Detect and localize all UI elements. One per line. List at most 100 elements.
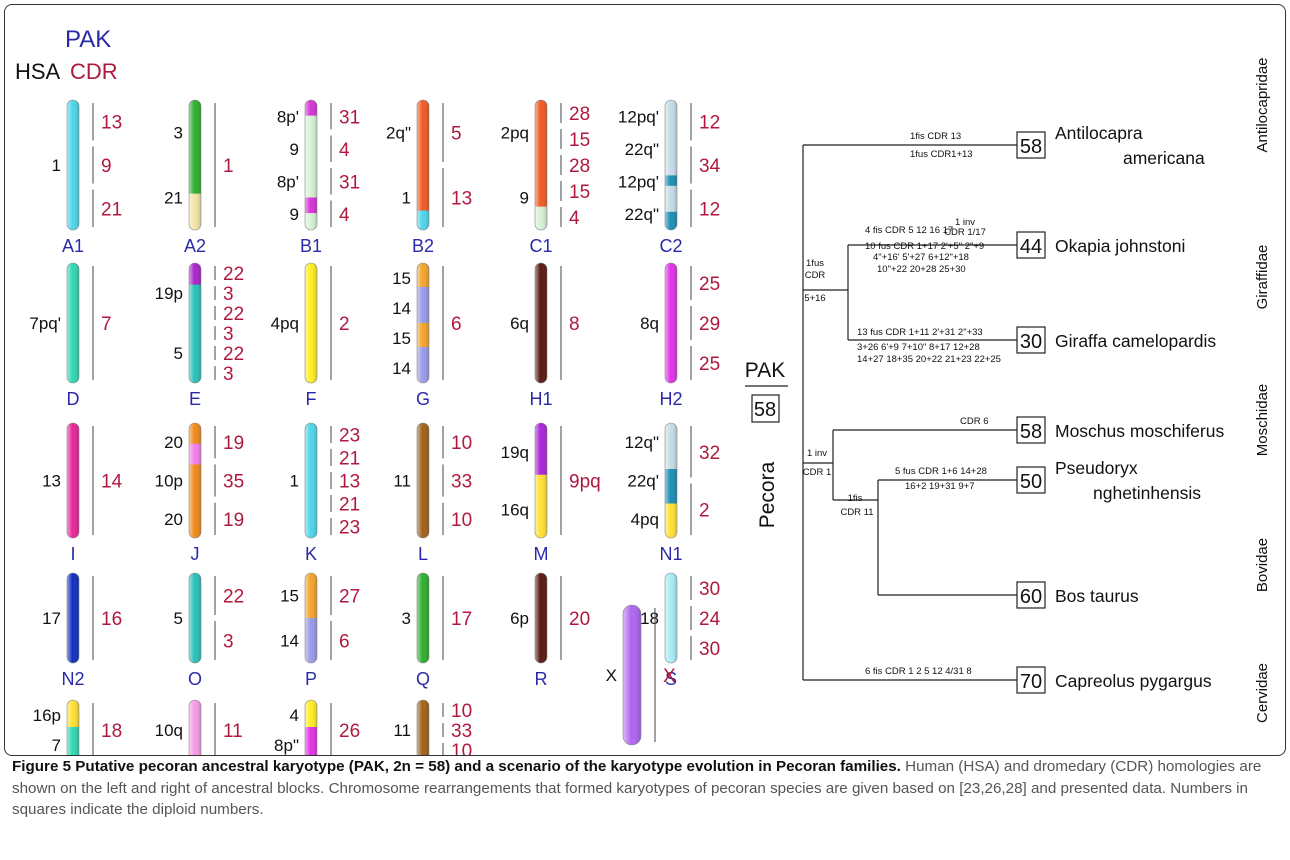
clade-label: Pecora (756, 461, 779, 528)
family-label: Moschidae (1254, 384, 1271, 457)
chromosome-name: J (191, 544, 200, 564)
rearrangement-event: 3+26 6'+9 7+10" 8+17 12+28 (857, 342, 980, 353)
species-name: Pseudoryx (1055, 458, 1138, 478)
chromosome-shading (665, 573, 677, 663)
hsa-label: 15 (392, 329, 411, 348)
hsa-label: 7 (52, 736, 61, 755)
hsa-label: 9 (520, 189, 529, 208)
cdr-label: 32 (699, 443, 720, 464)
chromosome-name: K (305, 544, 317, 564)
chromosome-outline (416, 262, 430, 384)
chromosome-d: 7pq'7D (29, 262, 112, 409)
cdr-label: 34 (699, 156, 721, 177)
hsa-label: 12q" (625, 433, 659, 452)
chromosome-outline (66, 99, 80, 231)
chromosome-name: E (189, 389, 201, 409)
hsa-label: 15 (280, 587, 299, 606)
hsa-label: 14 (280, 632, 299, 651)
branch-event: CDR 11 (840, 507, 873, 518)
rearrangement-event: 1fis CDR 13 (910, 131, 961, 142)
rearrangement-event: 4 fis CDR 5 12 16 17 (865, 225, 953, 236)
caption-body: Human (HSA) and dromedary (CDR) homologi… (12, 758, 1262, 818)
chromosome-shading (665, 263, 677, 383)
diploid-number: 44 (1020, 236, 1042, 258)
cdr-label: 3 (223, 632, 234, 653)
cdr-label: 26 (339, 721, 360, 742)
chromosome-v: 48p"26V (274, 699, 360, 755)
rearrangement-event: 16+2 19+31 9+7 (905, 481, 974, 492)
chromosome-shading (417, 700, 429, 755)
hsa-label: 2q" (386, 124, 411, 143)
branch-event: CDR 1 (803, 467, 832, 478)
chromosome-shading (189, 700, 201, 755)
chromosome-shading (305, 423, 317, 538)
diploid-number-box (1016, 326, 1046, 354)
chromosome-outline (534, 99, 548, 231)
cdr-label: 8 (569, 314, 580, 335)
cdr-label: 30 (699, 579, 720, 600)
chromosome-shading (665, 423, 677, 538)
hsa-label: 17 (42, 609, 61, 628)
root-label: PAK (745, 359, 785, 382)
cdr-label: 28 (569, 156, 590, 177)
chromosome-shading (417, 423, 429, 538)
chromosome-name: C1 (529, 236, 552, 256)
branch-event: 1fis (848, 493, 863, 504)
branch-event: 1fus (806, 258, 824, 269)
caption-title: Figure 5 Putative pecoran ancestral kary… (12, 758, 901, 775)
chromosome-outline (416, 422, 430, 539)
hsa-label: 16q (501, 500, 529, 519)
header-pak: PAK (65, 26, 111, 53)
cdr-label: 30 (699, 639, 720, 660)
hsa-label: 2pq (501, 124, 529, 143)
diploid-number: 50 (1020, 471, 1042, 493)
hsa-label: 10p (155, 472, 183, 491)
cdr-label: 15 (569, 130, 590, 151)
cdr-label: 11 (223, 721, 243, 742)
diploid-number: 58 (1020, 136, 1042, 158)
chromosome-w: 11103310W (393, 699, 472, 755)
hsa-label: 9 (290, 205, 299, 224)
chromosome-outline (66, 262, 80, 384)
branch-event: CDR (805, 270, 826, 281)
hsa-label: 4 (290, 706, 299, 725)
cdr-label: 2 (699, 500, 710, 521)
branch-event: 1 inv (807, 448, 827, 459)
family-label: Bovidae (1254, 538, 1271, 592)
chromosome-name: H1 (529, 389, 552, 409)
cdr-label: 24 (699, 609, 721, 630)
family-label: Antilocapridae (1254, 57, 1271, 152)
hsa-label: 19q (501, 443, 529, 462)
hsa-label: 10q (155, 721, 183, 740)
chromosome-outline (66, 572, 80, 664)
hsa-label: 8p' (277, 107, 299, 126)
diploid-number-box (1016, 416, 1046, 444)
chromosome-t: 16p718T (33, 699, 122, 755)
cdr-label: 23 (339, 426, 360, 447)
hsa-label: 1 (52, 156, 61, 175)
chromosome-shading (189, 573, 201, 663)
hsa-label: 3 (174, 124, 183, 143)
hsa-label: 16p (33, 706, 61, 725)
chromosome-shading (305, 100, 317, 230)
cdr-label: 9pq (569, 472, 601, 493)
cdr-label: 27 (339, 587, 360, 608)
rearrangement-event: 10"+22 20+28 25+30 (877, 264, 966, 275)
chromosome-outline (304, 699, 318, 755)
